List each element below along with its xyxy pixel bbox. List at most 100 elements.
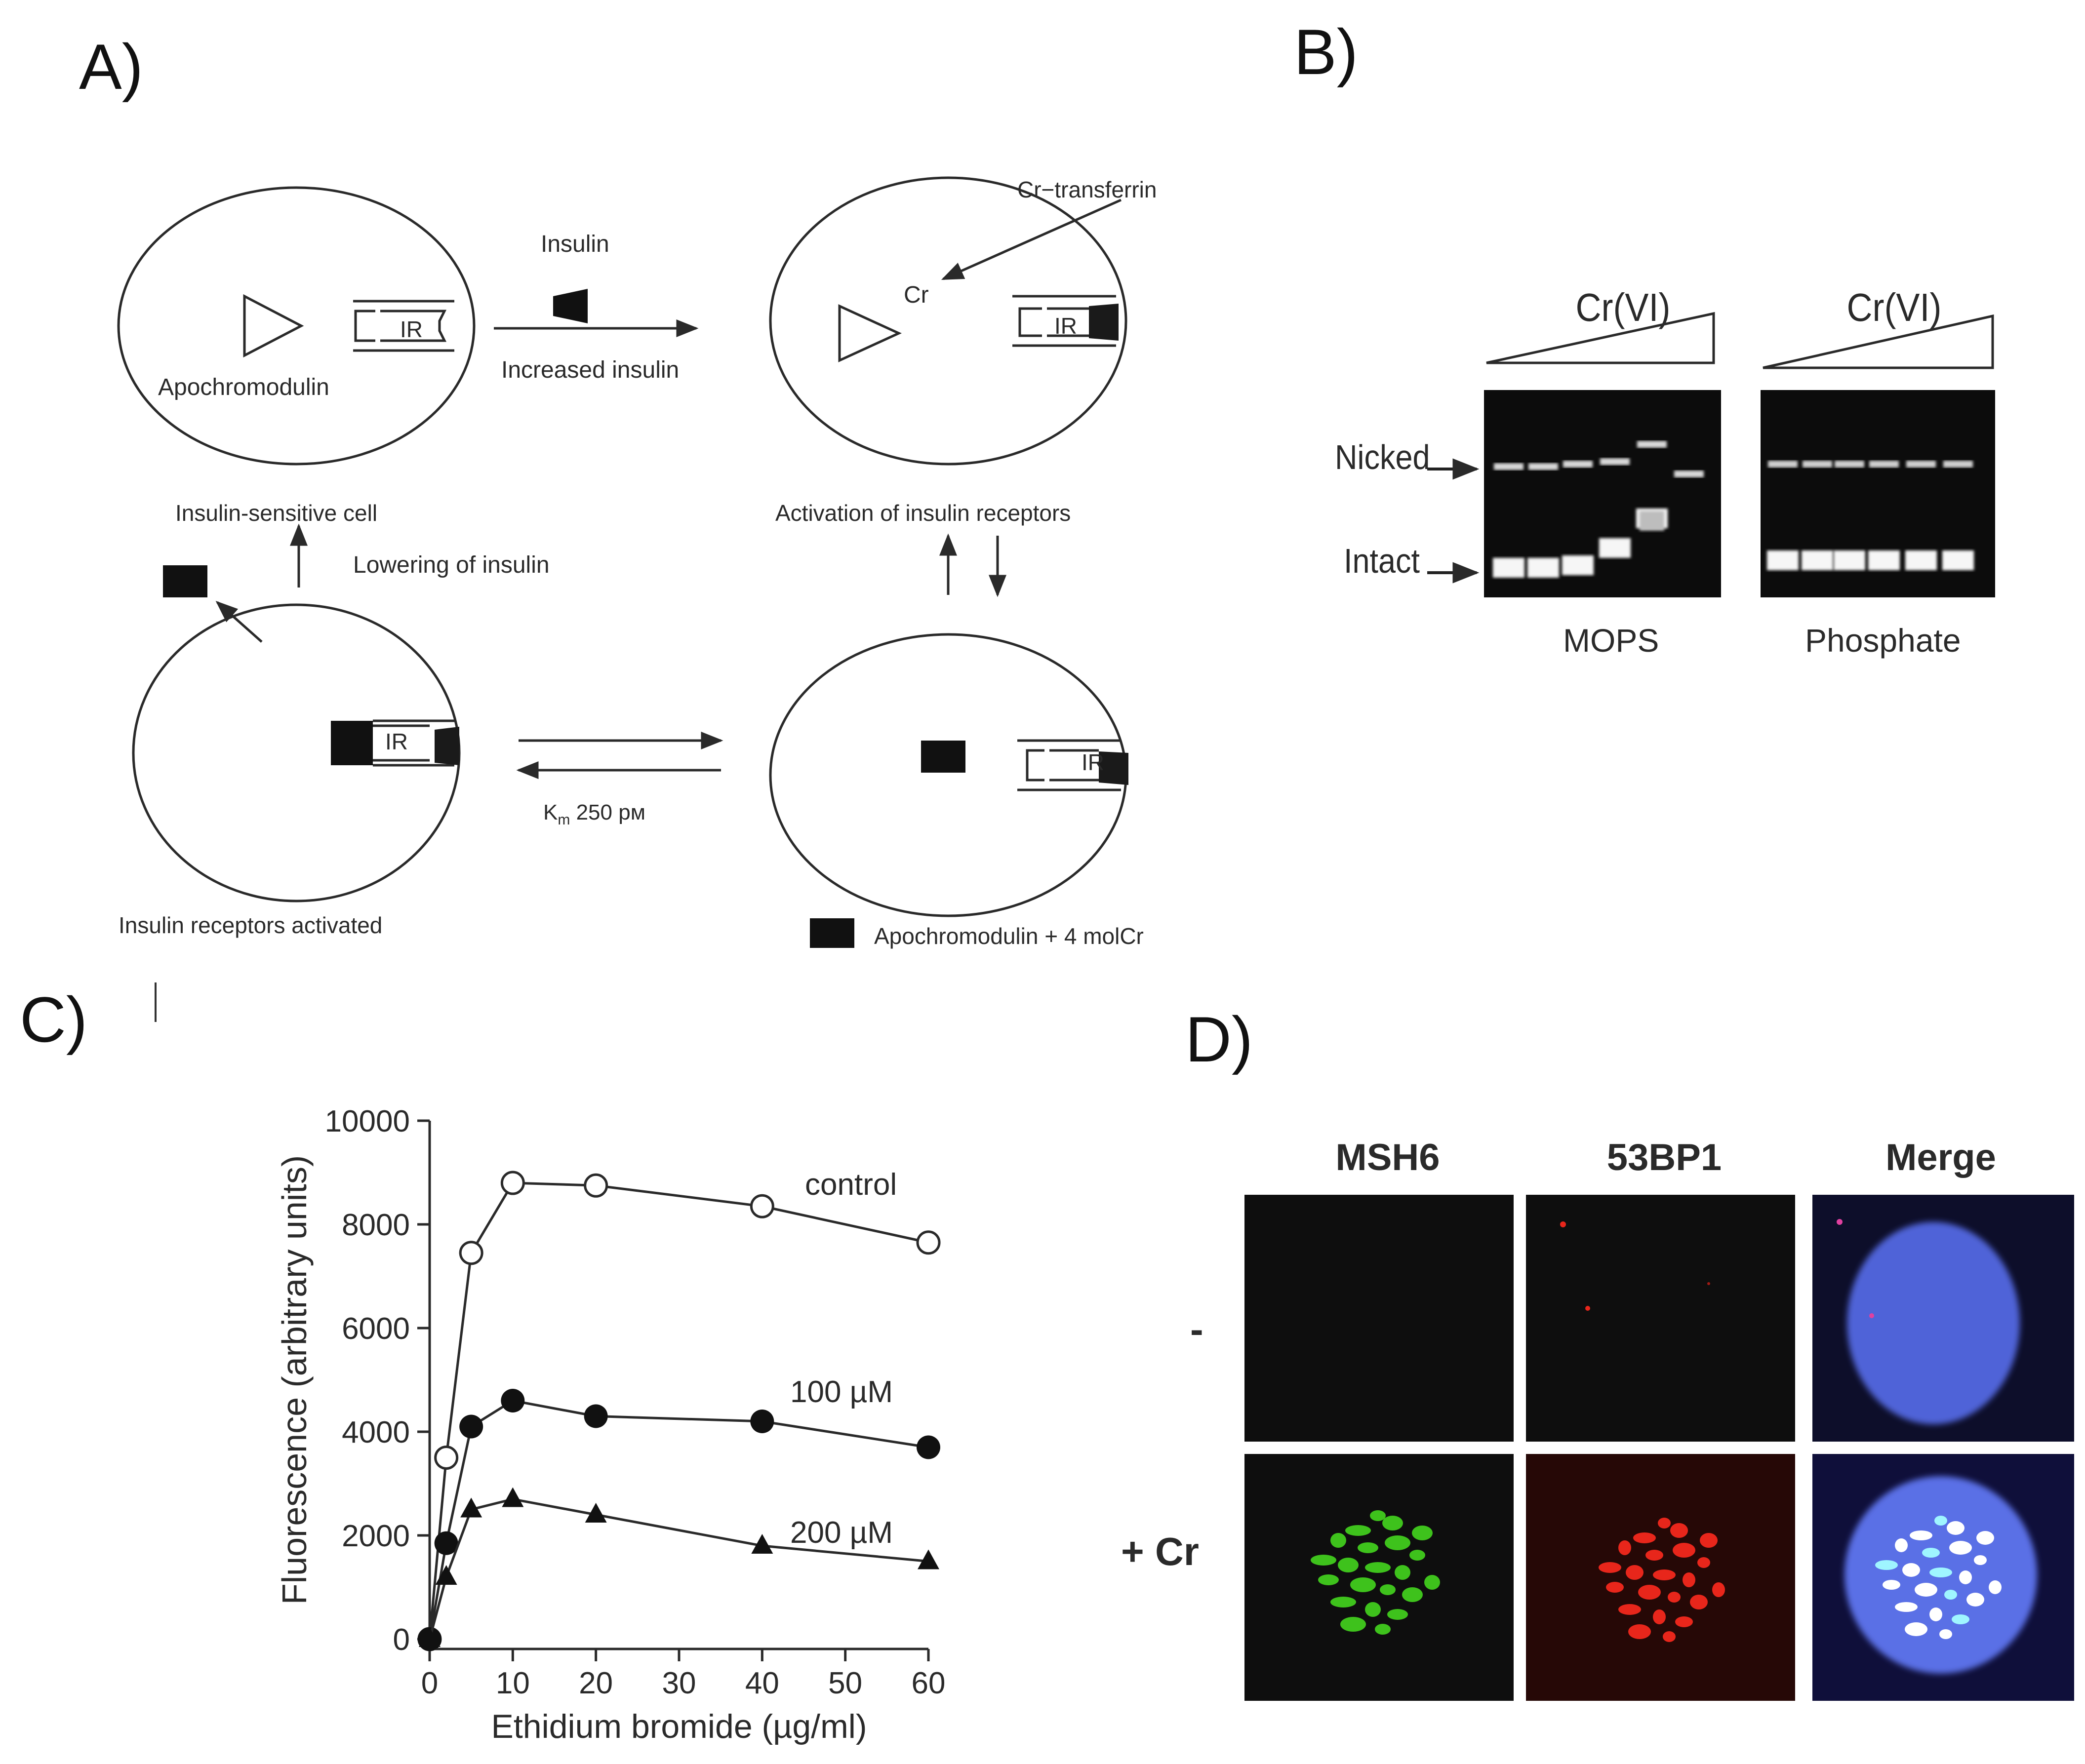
green-focus — [1424, 1575, 1440, 1590]
panel-label-c: C) — [20, 983, 87, 1056]
row-label-plus-cr: + Cr — [1121, 1529, 1199, 1573]
data-point-filled-circle — [459, 1414, 483, 1439]
data-point-filled-circle — [584, 1404, 608, 1428]
merged-focus — [1947, 1521, 1965, 1535]
chromodulin-block-icon — [331, 721, 373, 765]
intact-band — [1942, 550, 1974, 570]
panel-d-microscopy: MSH6 53BP1 Merge - + Cr — [1121, 1137, 2074, 1701]
red-focus — [1599, 1562, 1621, 1573]
nicked-band — [1943, 461, 1973, 468]
panel-b-gel: Cr(VI) Cr(VI) Nicked Intact MOPS Phospha… — [1335, 286, 1995, 659]
red-focus — [1668, 1592, 1681, 1603]
nicked-band — [1768, 461, 1798, 468]
red-focus — [1628, 1624, 1651, 1639]
red-focus — [1673, 1543, 1695, 1558]
cr-transferrin-arrow — [941, 198, 1122, 280]
data-point-triangle — [435, 1565, 457, 1585]
increased-insulin-text: Increased insulin — [501, 357, 679, 383]
ir-label-1: IR — [400, 316, 423, 342]
lowering-insulin-text: Lowering of insulin — [353, 552, 550, 578]
red-focus — [1653, 1569, 1676, 1580]
red-focus — [1700, 1533, 1718, 1548]
data-point-open-circle — [434, 1446, 459, 1470]
series-line — [428, 1181, 929, 1640]
intact-band — [1834, 550, 1865, 570]
intact-band — [1562, 555, 1594, 575]
panel-label-a: A) — [79, 31, 143, 103]
panel-label-d: D) — [1185, 1003, 1253, 1075]
53bp1-control-image — [1526, 1195, 1795, 1442]
gel-bands — [1493, 441, 1974, 578]
x-tick-label: 30 — [662, 1666, 696, 1700]
series-label: 100 µM — [790, 1375, 893, 1409]
green-focus — [1350, 1577, 1376, 1592]
x-tick-label: 40 — [745, 1666, 779, 1700]
merged-focus — [1939, 1629, 1952, 1639]
intact-band — [1905, 550, 1937, 570]
merged-focus — [1922, 1548, 1940, 1558]
intact-band — [1599, 538, 1631, 558]
green-focus — [1365, 1602, 1381, 1617]
insulin-receptor-3 — [373, 719, 454, 767]
nicked-band — [1528, 463, 1558, 470]
magenta-dot — [1837, 1219, 1843, 1225]
msh6-control-image — [1244, 1195, 1514, 1442]
y-axis-label: Fluorescence (arbitrary units) — [275, 1155, 314, 1605]
y-tick-label: 8000 — [342, 1208, 410, 1242]
green-focus — [1382, 1516, 1403, 1530]
nicked-band — [1835, 461, 1864, 468]
red-focus — [1653, 1609, 1666, 1624]
x-tick-label: 20 — [579, 1666, 613, 1700]
nicked-band — [1869, 461, 1899, 468]
ir-label-2: IR — [1054, 313, 1077, 339]
red-focus — [1712, 1582, 1725, 1597]
legend-text: Apochromodulin + 4 molCr — [874, 923, 1144, 949]
nicked-band — [1674, 470, 1704, 477]
row-label-minus: - — [1190, 1307, 1203, 1351]
intact-label: Intact — [1344, 542, 1420, 581]
data-point-filled-circle — [501, 1389, 525, 1412]
magenta-dot — [1869, 1313, 1874, 1318]
x-tick-label: 0 — [421, 1666, 438, 1700]
intact-band — [1802, 550, 1833, 570]
insulin-text: Insulin — [541, 231, 609, 257]
nucleus-control — [1847, 1222, 2020, 1424]
red-focus — [1618, 1604, 1641, 1615]
data-point-filled-circle — [434, 1531, 458, 1555]
receptor-activated-cell — [132, 603, 461, 902]
red-dot — [1585, 1306, 1590, 1311]
smear-band — [1640, 511, 1664, 531]
data-point-triangle — [460, 1497, 482, 1518]
red-focus — [1675, 1616, 1693, 1627]
nicked-band — [1637, 441, 1667, 448]
merged-focus — [1902, 1563, 1920, 1577]
apochromodulin-triangle-icon-2 — [838, 304, 902, 362]
x-axis-label: Ethidium bromide (µg/ml) — [491, 1708, 867, 1745]
merged-focus — [1875, 1560, 1898, 1570]
data-point-open-circle — [459, 1241, 483, 1265]
x-tick-label: 60 — [912, 1666, 946, 1700]
intact-band — [1767, 550, 1799, 570]
nicked-band — [1563, 461, 1593, 468]
red-dot — [1707, 1282, 1710, 1285]
gel1-title: Cr(VI) — [1576, 286, 1671, 330]
intact-band — [1868, 550, 1900, 570]
col-header-msh6: MSH6 — [1335, 1137, 1440, 1178]
x-tick-label: 10 — [496, 1666, 530, 1700]
green-focus — [1318, 1574, 1339, 1585]
phosphate-label: Phosphate — [1805, 622, 1961, 659]
merged-focus — [1949, 1541, 1972, 1555]
data-point-open-circle — [750, 1194, 774, 1218]
legend-block-icon — [810, 918, 854, 948]
green-focus — [1365, 1562, 1391, 1573]
insulin-sensitive-cell — [117, 186, 476, 466]
y-tick-label: 2000 — [342, 1519, 410, 1553]
insulin-receptor-1 — [353, 300, 454, 352]
panel-a-diagram — [117, 176, 1128, 948]
nicked-band — [1494, 463, 1524, 470]
data-point-open-circle — [500, 1171, 525, 1195]
y-tick-label: 4000 — [342, 1415, 410, 1450]
green-focus — [1330, 1533, 1346, 1548]
